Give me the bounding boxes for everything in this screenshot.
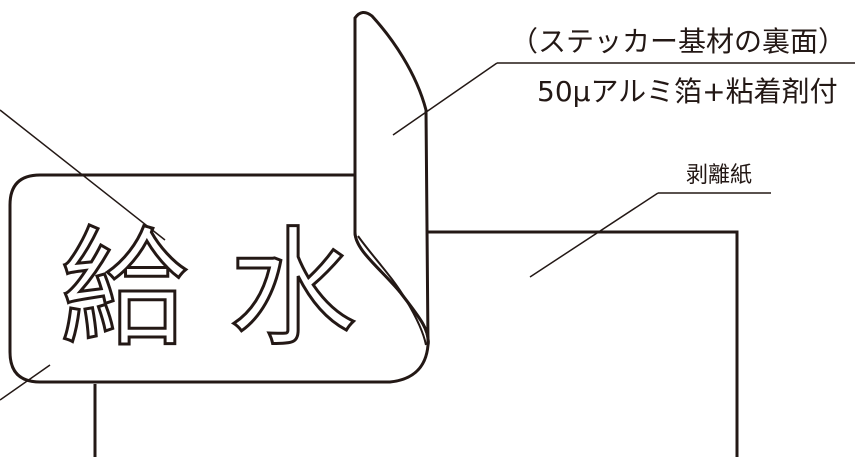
leader-line-top-left (0, 109, 166, 241)
release-paper-outline (93, 230, 739, 457)
label-release-paper: 剥離紙 (686, 163, 753, 188)
label-aluminum-foil: 50μアルミ箔+粘着剤付 (537, 75, 838, 108)
leader-line-bottom-left (0, 364, 51, 401)
curl-fold-line (357, 235, 427, 346)
sticker-peeled-flap (353, 11, 430, 346)
leader-line-release-paper (529, 192, 659, 278)
label-sticker-back: （ステッカー基材の裏面） (510, 25, 847, 58)
leader-line-flap (392, 62, 498, 136)
sticker-text: 給 水 (60, 215, 357, 364)
